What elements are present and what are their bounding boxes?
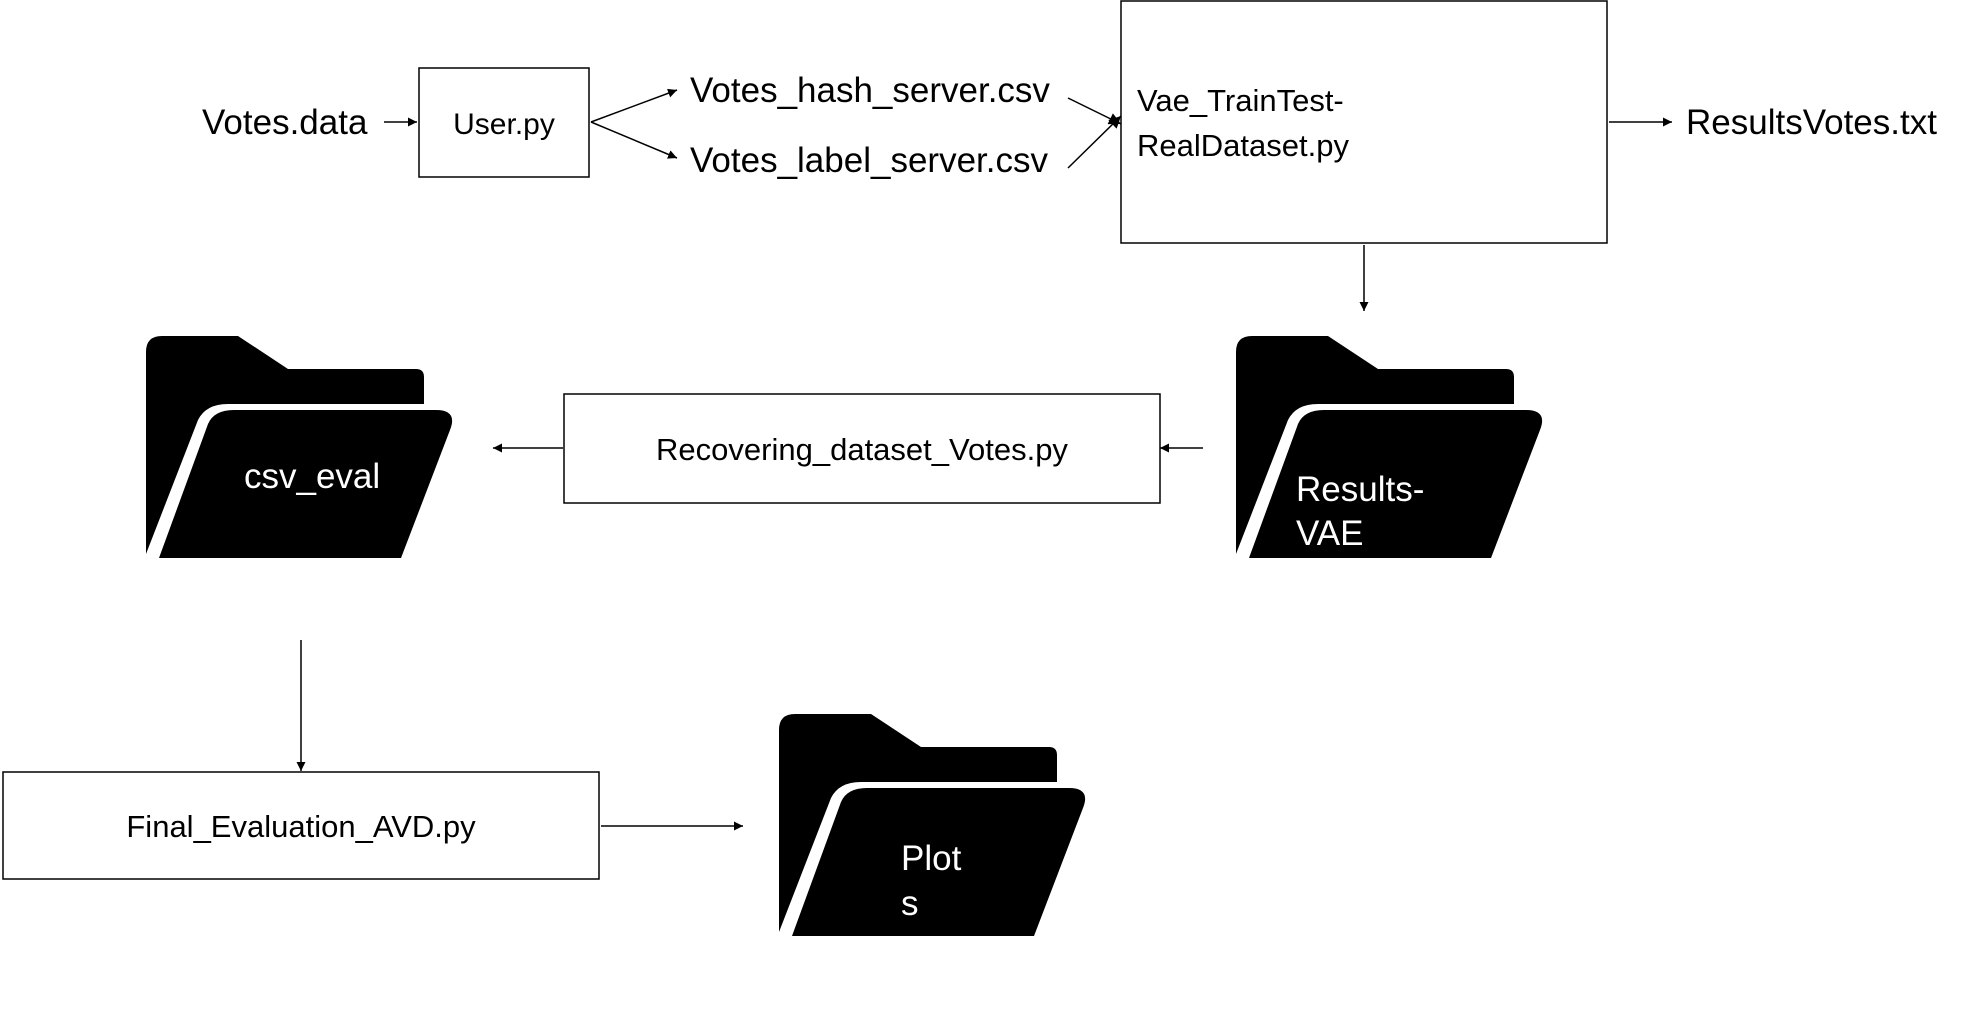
- vae-script-box: [1120, 0, 1608, 244]
- input-file-label: Votes.data: [202, 103, 368, 142]
- recover-script-box: [563, 393, 1161, 504]
- eval-script-label: Final_Evaluation_AVD.py: [126, 809, 476, 844]
- recover-script-label: Recovering_dataset_Votes.py: [656, 432, 1068, 467]
- plots-folder-icon: [779, 714, 1086, 936]
- results-file-label: ResultsVotes.txt: [1686, 103, 1937, 142]
- plots-folder-label-line1: Plot: [901, 839, 962, 878]
- results-vae-folder-icon: [1236, 336, 1543, 558]
- csv-eval-folder-icon: [146, 336, 453, 558]
- arrow-user-to-hash-csv: [590, 88, 678, 123]
- vae-script-label-line2: RealDataset.py: [1137, 128, 1349, 163]
- arrow-label-csv-to-vae: [1067, 115, 1122, 169]
- arrow-hash-csv-to-vae: [1067, 97, 1122, 125]
- arrow-user-to-label-csv: [590, 121, 678, 159]
- results-folder-label-line2: VAE: [1296, 514, 1363, 553]
- plots-folder-label-line2: s: [901, 884, 919, 923]
- eval-script-box: [2, 771, 600, 880]
- label-csv-label: Votes_label_server.csv: [690, 141, 1048, 180]
- csv-folder-label: csv_eval: [244, 457, 380, 496]
- user-script-box: [418, 67, 590, 178]
- user-script-label: User.py: [453, 108, 555, 141]
- results-folder-label-line1: Results-: [1296, 470, 1424, 509]
- hash-csv-label: Votes_hash_server.csv: [690, 71, 1050, 110]
- vae-script-label-line1: Vae_TrainTest-: [1137, 83, 1344, 118]
